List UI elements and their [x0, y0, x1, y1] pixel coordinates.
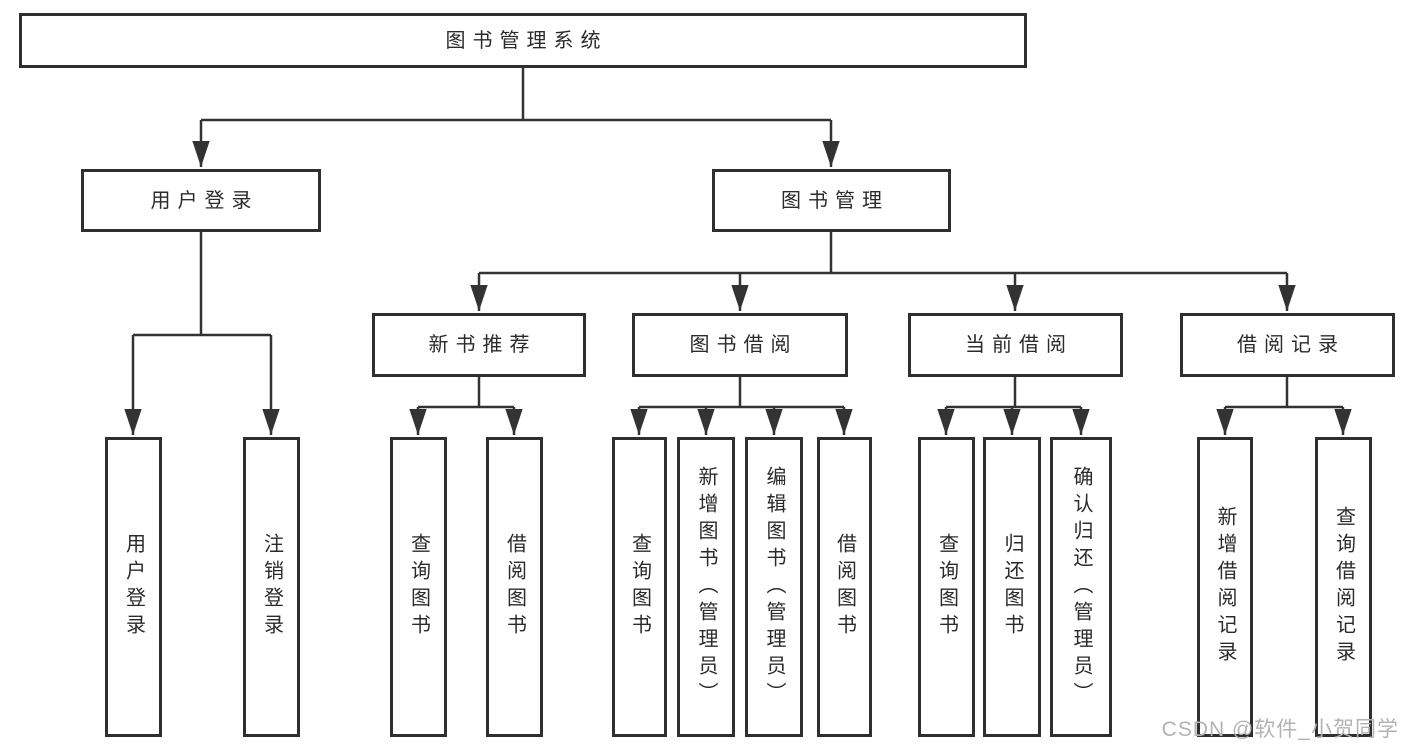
leaf-current-confirm-return-label: 确认归还（管理员） [1070, 465, 1092, 709]
leaf-records-add-record-label: 新增借阅记录 [1214, 506, 1236, 668]
leaf-recommend-query-books-label: 查询图书 [407, 533, 430, 641]
node-user-login: 用户登录 [81, 169, 321, 232]
leaf-borrowing-query-books-label: 查询图书 [628, 533, 651, 641]
leaf-borrowing-add-books: 新增图书（管理员） [677, 437, 735, 737]
node-new-book-recommend: 新书推荐 [372, 313, 586, 377]
node-book-management-label: 图书管理 [781, 189, 889, 212]
leaf-records-add-record: 新增借阅记录 [1197, 437, 1253, 737]
leaf-borrowing-query-books: 查询图书 [612, 437, 667, 737]
leaf-current-confirm-return: 确认归还（管理员） [1050, 437, 1112, 737]
leaf-user-login: 用户登录 [105, 437, 162, 737]
node-root: 图书管理系统 [19, 13, 1027, 68]
leaf-current-query-books-label: 查询图书 [935, 533, 958, 641]
leaf-borrowing-add-books-label: 新增图书（管理员） [695, 465, 717, 709]
leaf-borrowing-edit-books-label: 编辑图书（管理员） [763, 465, 785, 709]
leaf-recommend-borrow-books: 借阅图书 [486, 437, 543, 737]
node-new-book-recommend-label: 新书推荐 [428, 334, 537, 356]
watermark: CSDN @软件_小贺同学 [1161, 718, 1399, 741]
node-book-borrowing: 图书借阅 [632, 313, 848, 377]
node-current-borrowing-label: 当前借阅 [965, 334, 1073, 356]
node-book-management: 图书管理 [712, 169, 951, 232]
leaf-current-query-books: 查询图书 [918, 437, 975, 737]
leaf-recommend-borrow-books-label: 借阅图书 [503, 533, 526, 641]
node-user-login-label: 用户登录 [150, 189, 259, 212]
node-borrowing-records-label: 借阅记录 [1237, 334, 1345, 356]
leaf-records-query-record-label: 查询借阅记录 [1332, 506, 1355, 668]
leaf-records-query-record: 查询借阅记录 [1315, 437, 1372, 737]
leaf-logout: 注销登录 [243, 437, 300, 737]
leaf-logout-label: 注销登录 [260, 533, 283, 641]
leaf-borrowing-borrow-books-label: 借阅图书 [833, 533, 856, 641]
node-borrowing-records: 借阅记录 [1180, 313, 1395, 377]
leaf-borrowing-borrow-books: 借阅图书 [817, 437, 872, 737]
leaf-recommend-query-books: 查询图书 [390, 437, 447, 737]
leaf-current-return-books-label: 归还图书 [1001, 533, 1023, 641]
leaf-borrowing-edit-books: 编辑图书（管理员） [745, 437, 803, 737]
node-root-label: 图书管理系统 [445, 29, 608, 52]
leaf-current-return-books: 归还图书 [983, 437, 1041, 737]
node-book-borrowing-label: 图书借阅 [689, 334, 798, 356]
node-current-borrowing: 当前借阅 [908, 313, 1123, 377]
leaf-user-login-label: 用户登录 [122, 533, 145, 641]
